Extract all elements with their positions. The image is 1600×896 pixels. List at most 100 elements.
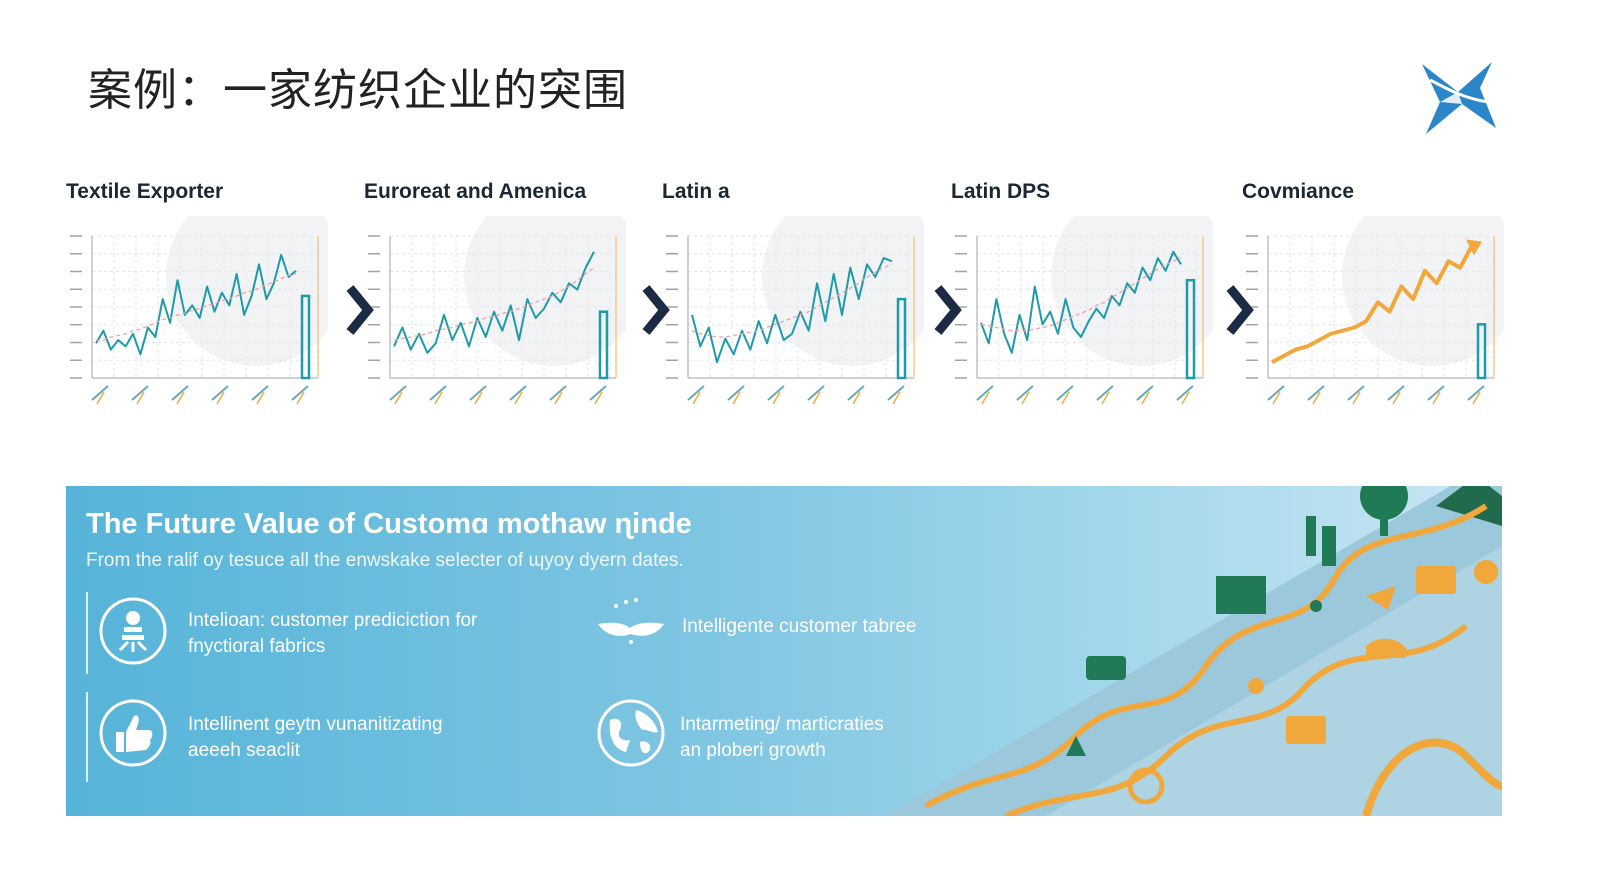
- x-tick-mark: [1176, 385, 1194, 401]
- x-tick-mark: [554, 391, 563, 405]
- x-tick-mark: [1056, 385, 1074, 401]
- x-tick-mark: [509, 385, 527, 401]
- chevron-right-icon: [934, 285, 962, 335]
- bar: [1185, 278, 1196, 380]
- chevron-right-icon: [642, 285, 670, 335]
- x-tick-mark: [772, 391, 781, 405]
- feature-item: Intarmeting/ marticraties an ploberi gro…: [680, 712, 884, 764]
- line-chart: [955, 216, 1213, 405]
- x-tick-mark: [852, 391, 861, 405]
- feature-line: aeeeh seaclit: [188, 740, 300, 761]
- x-tick-mark: [1016, 385, 1034, 401]
- series-line: [95, 253, 297, 356]
- page-title: 案例：一家纺织企业的突围: [88, 65, 628, 116]
- x-tick-mark: [256, 391, 265, 405]
- x-tick-mark: [1467, 385, 1485, 401]
- x-tick-mark: [732, 391, 741, 405]
- x-tick-mark: [394, 391, 403, 405]
- chart-title: Latin a: [662, 180, 730, 203]
- banner-title: The Future Value of Customɑ mothaw ɳinde: [86, 508, 692, 540]
- x-wing-logo-icon: [1422, 62, 1496, 134]
- bar: [1476, 323, 1487, 380]
- bar: [598, 310, 609, 380]
- x-tick-mark: [1272, 391, 1281, 405]
- x-tick-mark: [131, 385, 149, 401]
- x-tick-mark: [1472, 391, 1481, 405]
- x-tick-mark: [1307, 385, 1325, 401]
- chart-title: Textile Exporter: [66, 180, 224, 203]
- x-tick-mark: [1312, 391, 1321, 405]
- x-tick-mark: [296, 391, 305, 405]
- line-chart: [1246, 216, 1504, 405]
- feature-line: Intelligente customer tabree: [682, 616, 917, 637]
- feature-line: Intellinent geytn vunanitizating: [188, 714, 443, 735]
- x-tick-mark: [176, 391, 185, 405]
- customer-person-icon: [99, 597, 167, 665]
- x-tick-mark: [1021, 391, 1030, 405]
- chart-title: Latin DPS: [951, 180, 1051, 203]
- chart-background-shape: [464, 216, 626, 366]
- x-tick-mark: [812, 391, 821, 405]
- bar: [300, 294, 311, 380]
- chart-title: Covmiance: [1242, 180, 1355, 203]
- x-tick-mark: [1387, 385, 1405, 401]
- x-tick-mark: [469, 385, 487, 401]
- line-chart: [70, 216, 328, 405]
- x-tick-mark: [1267, 385, 1285, 401]
- x-tick-mark: [291, 385, 309, 401]
- chart-background-shape: [1342, 216, 1504, 366]
- x-tick-mark: [807, 385, 825, 401]
- chevron-right-icon: [1226, 285, 1254, 335]
- x-tick-mark: [1136, 385, 1154, 401]
- value-banner: The Future Value of Customɑ mothaw ɳinde…: [66, 486, 1502, 816]
- chart-background-shape: [762, 216, 924, 366]
- x-tick-mark: [589, 385, 607, 401]
- series-line: [1271, 244, 1474, 364]
- divider: [86, 592, 88, 674]
- line-chart: [368, 216, 626, 405]
- feature-item: Intelioan: customer prediciction for fny…: [188, 608, 477, 660]
- chart-panel-3: Latin a: [662, 176, 924, 426]
- chart-title: Euroreat and Amenica: [364, 180, 587, 203]
- thumbs-up-icon: [99, 699, 167, 767]
- feature-line: Intelioan: customer prediciction for: [188, 610, 478, 631]
- x-tick-mark: [211, 385, 229, 401]
- x-tick-mark: [1096, 385, 1114, 401]
- x-tick-mark: [1181, 391, 1190, 405]
- x-tick-mark: [976, 385, 994, 401]
- x-tick-mark: [1101, 391, 1110, 405]
- series-line: [393, 251, 595, 354]
- growth-hillside-illustration: [886, 486, 1502, 816]
- x-tick-mark: [1347, 385, 1365, 401]
- feature-item: Intellinent geytn vunanitizating aeeeh s…: [188, 712, 443, 764]
- x-tick-mark: [136, 391, 145, 405]
- x-tick-mark: [767, 385, 785, 401]
- chart-panel-4: Latin DPS: [951, 176, 1213, 426]
- chart-panel-2: Euroreat and Amenica: [364, 176, 626, 426]
- wings-icon: [598, 598, 664, 644]
- x-tick-mark: [474, 391, 483, 405]
- x-tick-mark: [1392, 391, 1401, 405]
- x-tick-mark: [981, 391, 990, 405]
- x-tick-mark: [847, 385, 865, 401]
- feature-item: Intelligente customer tabree: [682, 614, 916, 640]
- x-tick-mark: [594, 391, 603, 405]
- banner-subtitle: From the ralif oy tesuce all the enwskak…: [86, 550, 684, 571]
- x-tick-mark: [692, 391, 701, 405]
- feature-line: fnyctioral fabrics: [188, 636, 326, 657]
- x-tick-mark: [1061, 391, 1070, 405]
- feature-line: an ploberi growth: [680, 740, 826, 761]
- series-line: [691, 257, 893, 364]
- x-tick-mark: [727, 385, 745, 401]
- divider: [86, 692, 88, 782]
- x-tick-mark: [429, 385, 447, 401]
- series-line: [96, 273, 297, 341]
- x-tick-mark: [549, 385, 567, 401]
- feature-line: Intarmeting/ marticraties: [680, 714, 884, 735]
- line-chart: [666, 216, 924, 405]
- trend-arrowhead: [1466, 239, 1482, 256]
- x-tick-mark: [91, 385, 109, 401]
- x-tick-mark: [514, 391, 523, 405]
- x-tick-mark: [389, 385, 407, 401]
- x-tick-mark: [171, 385, 189, 401]
